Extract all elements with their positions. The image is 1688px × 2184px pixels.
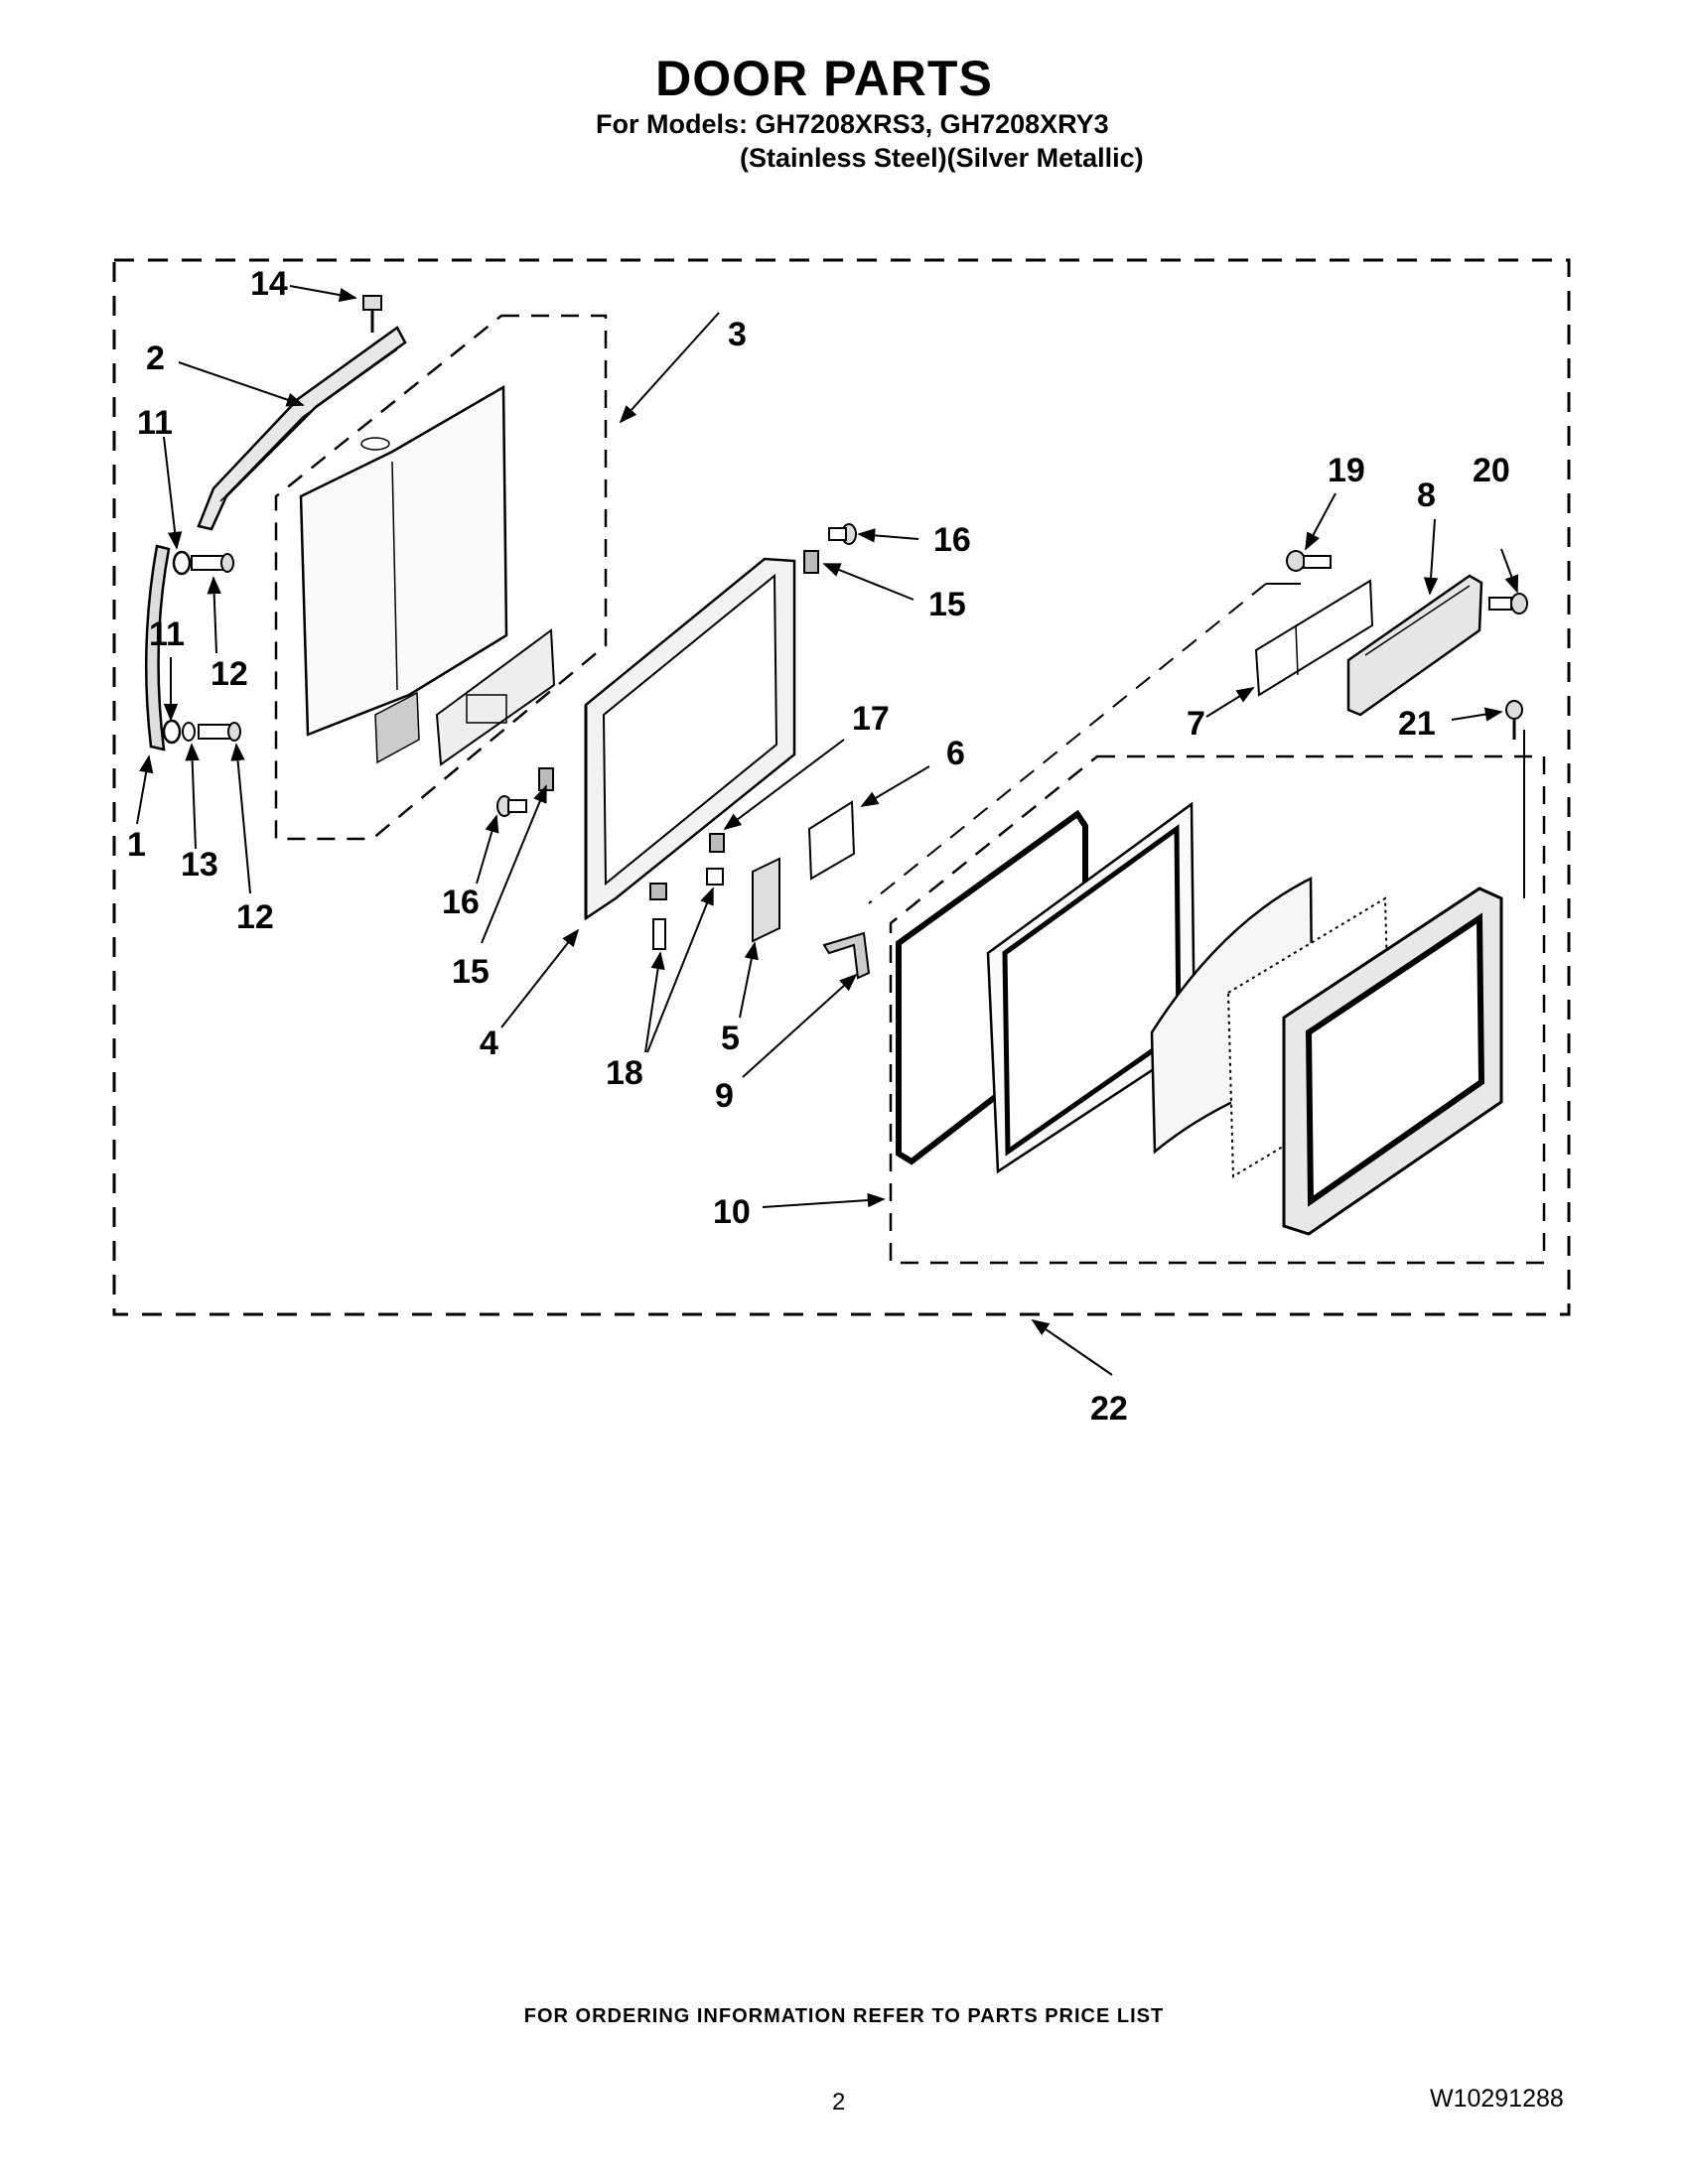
screw-part-20 (1488, 593, 1528, 614)
screw-part-16-upper (828, 523, 857, 545)
screw-part-18-right (706, 868, 724, 886)
ordering-note: FOR ORDERING INFORMATION REFER TO PARTS … (523, 2005, 1165, 2027)
callout-7: 7 (1187, 705, 1205, 743)
connector-line (868, 583, 1267, 904)
inner-window-frame-part (986, 801, 1196, 1174)
callout-5: 5 (721, 1020, 740, 1057)
screw-part-19 (1286, 550, 1332, 572)
bracket-part-9 (822, 931, 871, 980)
callout-17: 17 (852, 700, 890, 738)
callout-4: 4 (480, 1024, 498, 1062)
callout-16-upper: 16 (933, 521, 971, 559)
inner-door-panel-part (1282, 887, 1503, 1236)
callout-14: 14 (250, 265, 288, 303)
screw-part-18-left (649, 883, 667, 950)
panel-group-boundary (274, 314, 608, 841)
callout-19: 19 (1328, 452, 1365, 489)
callout-10: 10 (713, 1193, 751, 1231)
callout-12-upper: 12 (211, 655, 248, 693)
callout-12-lower: 12 (236, 898, 274, 936)
callout-15-lower: 15 (452, 953, 490, 991)
assembly-boundary-22 (112, 258, 1571, 1316)
screw-part-16-lower (496, 795, 527, 817)
callout-22: 22 (1090, 1390, 1128, 1428)
callout-20: 20 (1473, 452, 1510, 489)
control-panel-glass-part (299, 384, 556, 766)
callout-1: 1 (127, 826, 146, 864)
fastener-part-17 (709, 833, 725, 853)
callout-18: 18 (606, 1054, 643, 1092)
callout-15-upper: 15 (928, 586, 966, 623)
screw-part-21 (1505, 700, 1523, 740)
callout-8: 8 (1417, 477, 1436, 514)
door-handle-part (144, 544, 171, 751)
panel-insert-part-7 (1254, 579, 1374, 697)
door-frame-part (584, 557, 796, 921)
callout-3: 3 (728, 316, 747, 353)
plate-part-6 (807, 800, 856, 881)
bracket-part-5 (752, 857, 780, 943)
callout-11-upper: 11 (137, 404, 173, 442)
clip-part-15-upper (803, 550, 819, 574)
handle-spacer-lower (162, 719, 241, 745)
page-title: DOOR PARTS (655, 51, 993, 106)
handle-spacer-upper (172, 550, 234, 576)
document-number: W10291288 (1430, 2085, 1564, 2113)
callout-11-lower: 11 (149, 615, 185, 653)
screw-part-14 (362, 295, 382, 333)
callout-2: 2 (146, 340, 165, 377)
leader-arrows (136, 285, 1519, 1376)
callout-6: 6 (946, 735, 965, 772)
inner-door-group-boundary (889, 754, 1546, 1265)
callout-21: 21 (1398, 705, 1436, 743)
models-line: For Models: GH7208XRS3, GH7208XRY3 (596, 109, 1109, 139)
callout-16-lower: 16 (442, 884, 480, 921)
finish-line: (Stainless Steel)(Silver Metallic) (740, 143, 1144, 173)
callout-9: 9 (715, 1077, 734, 1115)
vent-trim-part-8 (1346, 574, 1483, 717)
top-trim-part (197, 326, 407, 531)
page-number: 2 (832, 2089, 846, 2116)
callout-13: 13 (181, 846, 218, 884)
